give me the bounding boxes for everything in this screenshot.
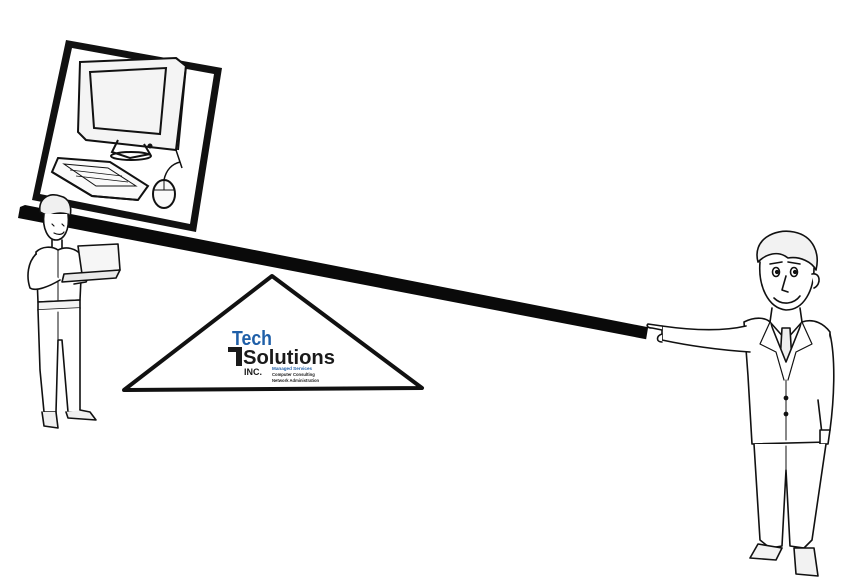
keyboard-icon [50,156,150,202]
fulcrum-triangle [122,274,424,392]
person-with-laptop [27,194,121,429]
computer-picture-frame [32,40,222,232]
logo-inc: INC. [244,367,262,377]
logo-tagline-2: Computer Consulting [272,372,315,377]
businessman-pointing [646,230,835,577]
logo-tagline-1: Managed Services [272,366,313,371]
company-logo: Tech Solutions INC. Managed Services Com… [228,328,335,383]
logo-tech: Tech [232,328,272,350]
logo-solutions: Solutions [243,347,335,369]
seesaw-plank [18,205,654,341]
mouse-icon [152,161,181,209]
logo-tagline-3: Network Administration [272,378,320,383]
